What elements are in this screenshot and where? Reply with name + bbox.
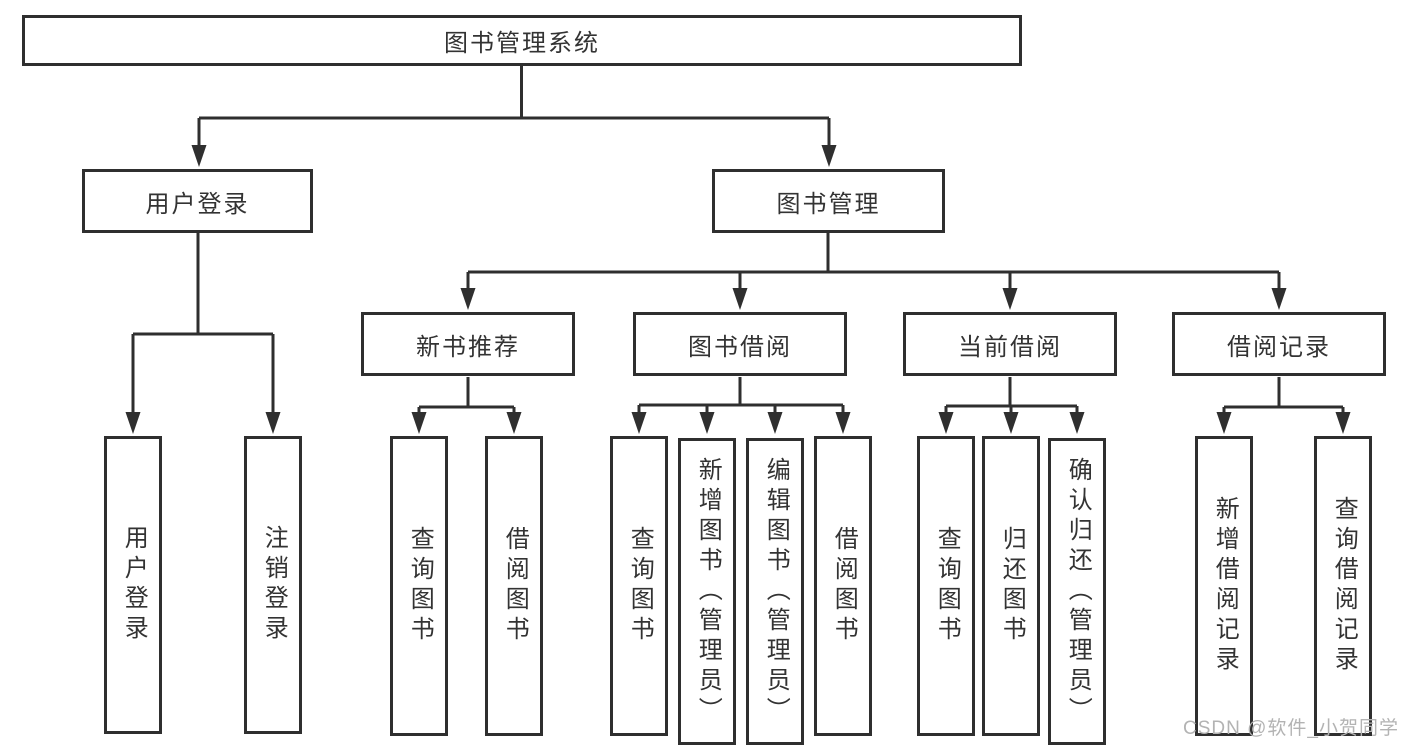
node-label: 新书推荐: [416, 333, 520, 361]
node-label: 当前借阅: [958, 333, 1062, 361]
node-label: 新增借阅记录: [1211, 496, 1239, 676]
leaf-add-borrow-record: 新增借阅记录: [1195, 436, 1253, 736]
leaf-borrow-books: 借阅图书: [814, 436, 872, 736]
node-label: 借阅记录: [1227, 333, 1331, 361]
node-label: 图书管理: [776, 190, 881, 218]
node-label: 用户登录: [120, 525, 148, 645]
node-new-book-recommend: 新书推荐: [361, 312, 575, 376]
node-root-library-system: 图书管理系统: [22, 15, 1022, 66]
leaf-query-books-borrowing: 查询图书: [610, 436, 668, 736]
node-current-borrowing: 当前借阅: [903, 312, 1117, 376]
node-label: 借阅图书: [830, 526, 858, 646]
node-label: 查询图书: [406, 526, 434, 646]
node-label: 查询图书: [626, 526, 654, 646]
node-label: 图书管理系统: [444, 30, 600, 57]
node-label: 查询借阅记录: [1330, 496, 1358, 676]
node-label: 图书借阅: [688, 333, 792, 361]
leaf-add-book-admin: 新增图书（管理员）: [678, 438, 736, 745]
leaf-edit-book-admin: 编辑图书（管理员）: [746, 438, 804, 745]
node-label: 归还图书: [998, 526, 1026, 646]
node-label: 借阅图书: [501, 526, 529, 646]
node-label: 编辑图书（管理员）: [762, 456, 790, 727]
node-label: 注销登录: [260, 525, 288, 645]
csdn-watermark: CSDN @软件_小贺同学: [1183, 718, 1399, 739]
leaf-query-books-recommend: 查询图书: [390, 436, 448, 736]
node-label: 新增图书（管理员）: [694, 456, 722, 727]
node-label: 查询图书: [933, 526, 961, 646]
leaf-return-book: 归还图书: [982, 436, 1040, 736]
arrowheads: [125, 145, 1351, 434]
node-borrowing-records: 借阅记录: [1172, 312, 1386, 376]
leaf-confirm-return-admin: 确认归还（管理员）: [1048, 438, 1106, 745]
node-book-borrowing: 图书借阅: [633, 312, 847, 376]
leaf-borrow-books-recommend: 借阅图书: [485, 436, 543, 736]
leaf-query-borrow-record: 查询借阅记录: [1314, 436, 1372, 736]
leaf-user-login: 用户登录: [104, 436, 162, 734]
node-book-management: 图书管理: [712, 169, 945, 233]
leaf-query-books-current: 查询图书: [917, 436, 975, 736]
leaf-logout: 注销登录: [244, 436, 302, 734]
node-label: 确认归还（管理员）: [1064, 456, 1092, 727]
node-user-login-branch: 用户登录: [82, 169, 313, 233]
node-label: 用户登录: [145, 190, 250, 218]
